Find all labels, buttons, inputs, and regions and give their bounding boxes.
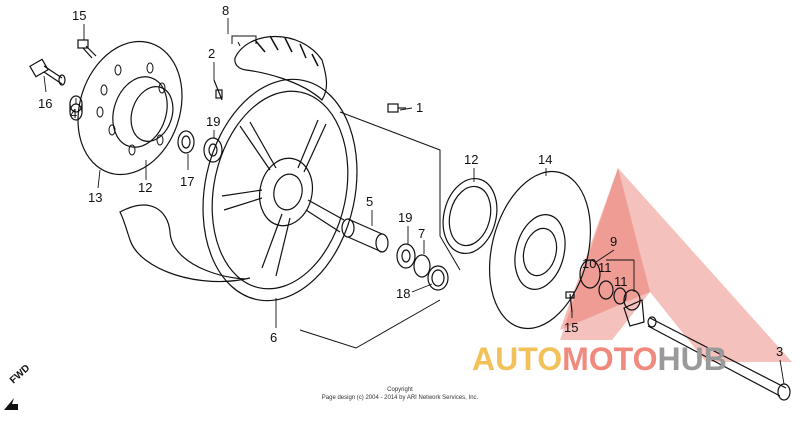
- leader-lines: [43, 18, 785, 385]
- axle: [647, 316, 791, 401]
- callout-2: 2: [208, 46, 215, 61]
- callout-19b: 19: [398, 210, 412, 225]
- bolt-1: [387, 103, 406, 113]
- callout-1: 1: [416, 100, 423, 115]
- callout-6: 6: [270, 330, 277, 345]
- callout-7: 7: [418, 226, 425, 241]
- watermark-hub: HUB: [657, 341, 727, 377]
- tire: [234, 35, 328, 101]
- hub-spacer: [341, 218, 389, 253]
- collar-4: [69, 95, 83, 121]
- right-hub-ring: [442, 177, 498, 255]
- callout-12b: 12: [464, 152, 478, 167]
- right-bearing: [396, 243, 449, 291]
- callout-labels: 15 16 4 13 12 17 19 2 8 1 5 19 7 18 6 12…: [38, 3, 783, 359]
- callout-11a: 11: [598, 260, 612, 275]
- callout-12: 12: [138, 180, 152, 195]
- callout-13: 13: [88, 190, 102, 205]
- callout-18: 18: [396, 286, 410, 301]
- watermark-text: AUTOMOTOHUB: [472, 341, 727, 378]
- callout-9: 9: [610, 234, 617, 249]
- valve-2: [213, 79, 223, 101]
- callout-11b: 11: [614, 274, 628, 289]
- callout-4: 4: [70, 106, 77, 121]
- callout-14: 14: [538, 152, 552, 167]
- assembly-outline: [231, 35, 461, 349]
- callout-15b: 15: [564, 320, 578, 335]
- callout-15: 15: [72, 8, 86, 23]
- watermark-logo: [560, 168, 792, 362]
- callout-5: 5: [366, 194, 373, 209]
- disc-bolt: [29, 58, 66, 86]
- fender-inner: [119, 204, 251, 283]
- left-brake-disc: [77, 40, 183, 176]
- watermark-auto: AUTO: [472, 341, 563, 377]
- callout-8: 8: [222, 3, 229, 18]
- wheel-rim: [202, 78, 358, 302]
- copyright-title: Copyright: [387, 387, 413, 393]
- screw-15: [77, 39, 97, 59]
- callout-3: 3: [776, 344, 783, 359]
- right-brake-disc: [488, 170, 592, 330]
- callout-10: 10: [582, 256, 596, 271]
- watermark-moto: MOTO: [562, 341, 658, 377]
- callout-16: 16: [38, 96, 52, 111]
- callout-17: 17: [180, 174, 194, 189]
- speedo-gearbox: [565, 259, 645, 327]
- copyright-line: Page design (c) 2004 - 2014 by ARI Netwo…: [321, 395, 479, 401]
- fwd-arrow-icon: [4, 398, 18, 410]
- callout-19: 19: [206, 114, 220, 129]
- left-bearing: [177, 130, 223, 163]
